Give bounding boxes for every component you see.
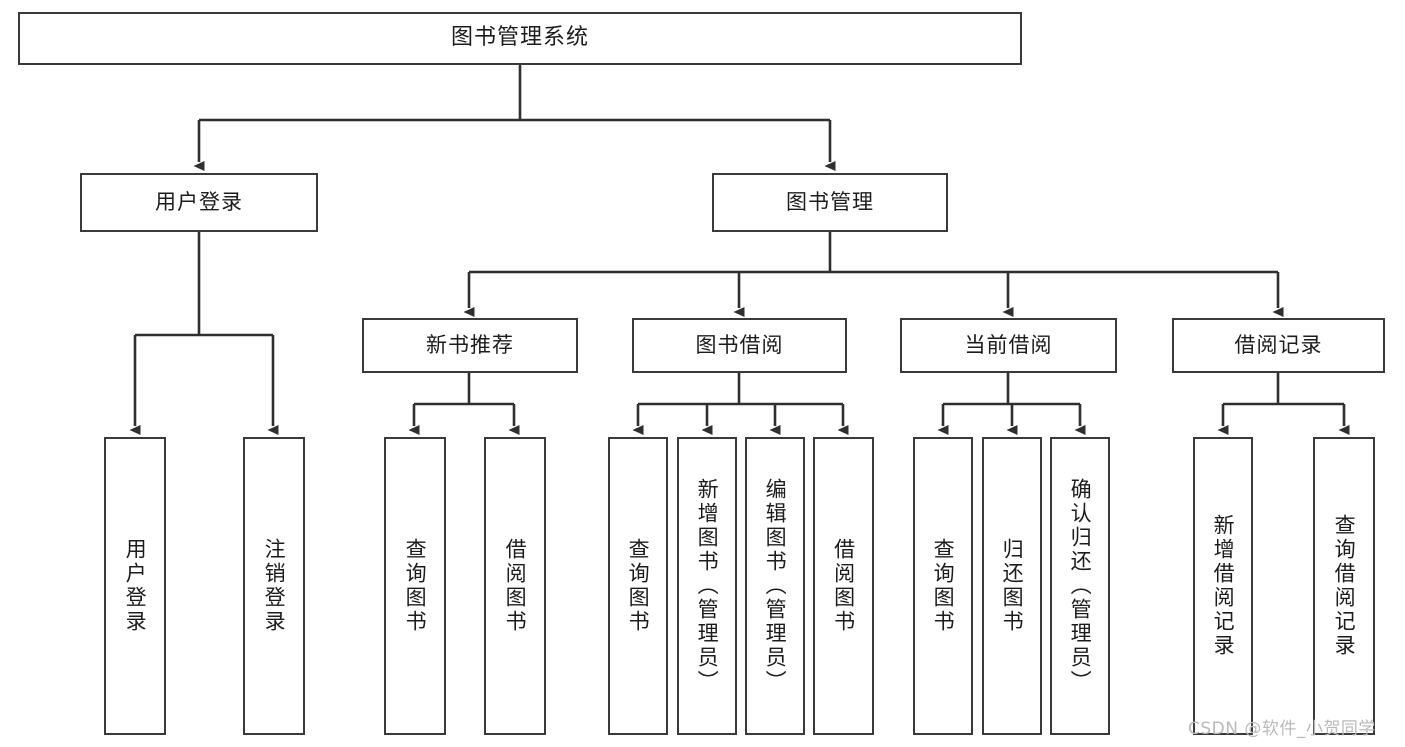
leaf-book-borrow-borrow-book[interactable]: 借阅图书	[813, 437, 874, 735]
leaf-current-borrow-query-book[interactable]: 查询图书	[913, 437, 973, 735]
node-label: 确认归还（管理员）	[1068, 478, 1093, 694]
node-label: 查询借阅记录	[1332, 514, 1357, 658]
leaf-book-borrow-add-book-admin[interactable]: 新增图书（管理员）	[677, 437, 737, 735]
node-book-management[interactable]: 图书管理	[712, 173, 948, 232]
node-label: 归还图书	[1000, 538, 1025, 634]
node-label: 新增借阅记录	[1211, 514, 1236, 658]
node-label: 借阅图书	[503, 538, 528, 634]
node-label: 编辑图书（管理员）	[763, 478, 788, 694]
node-label: 查询图书	[403, 538, 428, 634]
leaf-new-book-query-book[interactable]: 查询图书	[384, 437, 446, 735]
node-current-borrow[interactable]: 当前借阅	[900, 318, 1117, 373]
node-label: 用户登录	[123, 538, 148, 634]
leaf-book-borrow-edit-book-admin[interactable]: 编辑图书（管理员）	[745, 437, 805, 735]
leaf-current-borrow-return-book[interactable]: 归还图书	[982, 437, 1042, 735]
node-user-login[interactable]: 用户登录	[80, 173, 318, 232]
node-label: 查询图书	[931, 538, 956, 634]
node-book-borrow[interactable]: 图书借阅	[632, 318, 847, 373]
node-borrow-record[interactable]: 借阅记录	[1172, 318, 1385, 373]
csdn-watermark: CSDN @软件_小贺同学	[1188, 719, 1376, 739]
node-label: 用户登录	[155, 189, 243, 214]
node-label: 注销登录	[262, 538, 287, 634]
leaf-user-login-login[interactable]: 用户登录	[104, 437, 166, 735]
node-label: 新书推荐	[426, 332, 514, 357]
leaf-borrow-record-query-record[interactable]: 查询借阅记录	[1313, 437, 1375, 735]
node-label: 图书管理系统	[450, 25, 589, 51]
node-new-book-recommend[interactable]: 新书推荐	[362, 318, 578, 373]
node-root-system[interactable]: 图书管理系统	[18, 12, 1022, 65]
node-label: 借阅图书	[831, 538, 856, 634]
node-label: 借阅记录	[1234, 332, 1323, 357]
node-label: 图书借阅	[695, 332, 784, 357]
leaf-current-borrow-confirm-return-admin[interactable]: 确认归还（管理员）	[1050, 437, 1110, 735]
node-label: 当前借阅	[964, 332, 1053, 357]
node-label: 查询图书	[626, 538, 651, 634]
node-label: 图书管理	[786, 189, 874, 214]
node-label: 新增图书（管理员）	[695, 478, 720, 694]
leaf-borrow-record-add-record[interactable]: 新增借阅记录	[1193, 437, 1253, 735]
leaf-user-login-logout[interactable]: 注销登录	[243, 437, 305, 735]
leaf-book-borrow-query-book[interactable]: 查询图书	[608, 437, 668, 735]
leaf-new-book-borrow-book[interactable]: 借阅图书	[484, 437, 546, 735]
